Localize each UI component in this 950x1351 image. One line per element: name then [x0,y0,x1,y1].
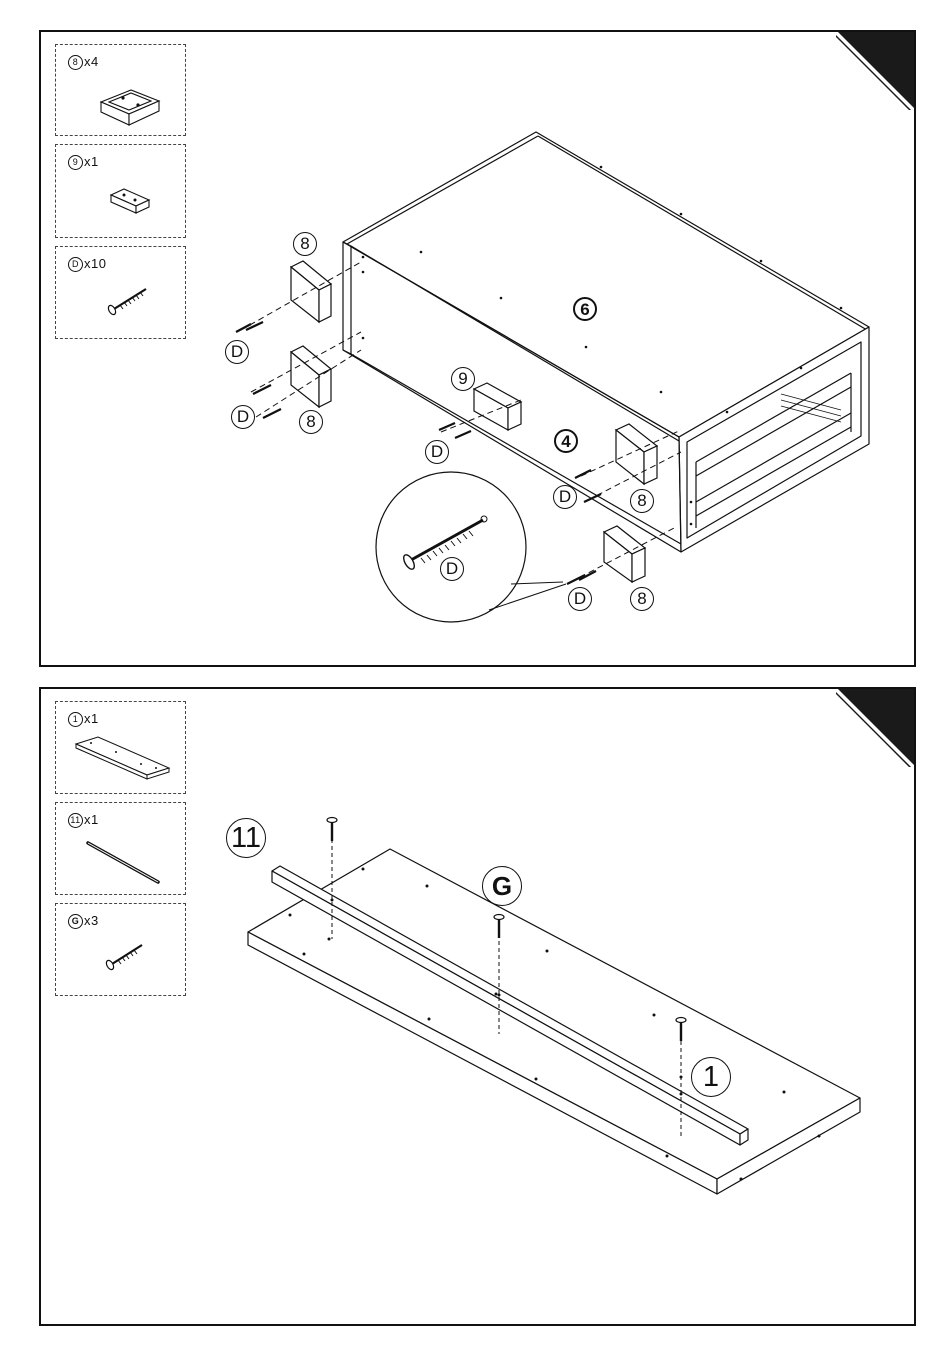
label-screw-d: D [425,440,449,464]
label-block-8: 8 [299,410,323,434]
label-block-8: 8 [293,232,317,256]
label-panel-4: 4 [554,429,578,453]
label-block-9: 9 [451,367,475,391]
label-panel-6: 6 [573,297,597,321]
label-screw-d: D [225,340,249,364]
label-screw-d: D [553,485,577,509]
label-block-8: 8 [630,489,654,513]
label-screw-g: G [482,866,522,906]
label-zoom-screw-d: D [440,557,464,581]
label-screw-d: D [568,587,592,611]
cabinet-assembly-drawing [41,32,916,667]
label-block-8: 8 [630,587,654,611]
board-rail-drawing [41,689,916,1326]
label-screw-d: D [231,405,255,429]
label-board-1: 1 [691,1057,731,1097]
label-rail-11: 11 [226,818,266,858]
